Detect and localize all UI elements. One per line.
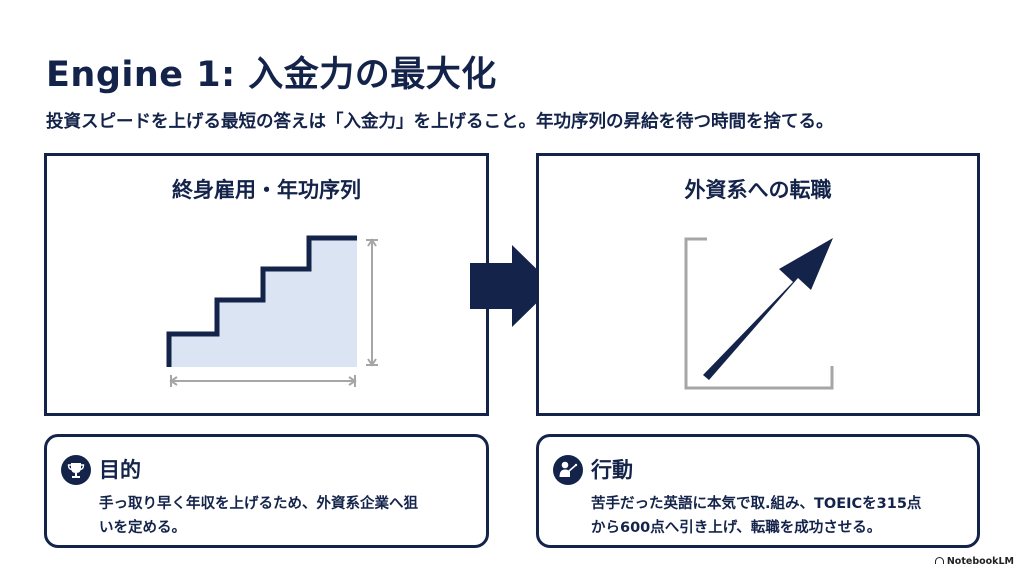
transition-arrow-icon (470, 245, 554, 327)
card-body-line: から600点へ引き上げ、転職を成功させる。 (591, 520, 882, 536)
growth-arrow-icon (703, 238, 833, 380)
page-subtitle: 投資スピードを上げる最短の答えは「入金力」を上げること。年功序列の昇給を待つ時間… (46, 112, 834, 132)
page-title: Engine 1: 入金力の最大化 (46, 55, 497, 95)
card-body-line: 手っ取り早く年収を上げるため、外資系企業へ狙 (99, 496, 418, 512)
notebooklm-logo-icon (934, 557, 944, 564)
panel-seniority: 終身雇用・年功序列 (44, 153, 489, 416)
card-body-line: 苦手だった英語に本気で取.組み、TOEICを315点 (591, 496, 922, 512)
card-heading-action: 行動 (591, 458, 633, 482)
card-body-line: いを定める。 (99, 520, 186, 536)
notebooklm-watermark: NotebookLM (934, 556, 1014, 567)
height-dimension-line (366, 238, 378, 367)
width-dimension-line (169, 375, 357, 387)
card-heading-purpose: 目的 (99, 458, 141, 482)
panel-foreign-company: 外資系への転職 (536, 153, 980, 416)
card-action: 行動 苦手だった英語に本気で取.組み、TOEICを315点 から600点へ引き上… (536, 434, 980, 548)
card-purpose: 目的 手っ取り早く年収を上げるため、外資系企業へ狙 いを定める。 (44, 434, 489, 548)
growth-diagram (684, 237, 834, 390)
card-body-purpose: 手っ取り早く年収を上げるため、外資系企業へ狙 いを定める。 (99, 492, 474, 540)
presenter-icon (553, 455, 583, 485)
trophy-icon (61, 455, 91, 485)
staircase-diagram (166, 235, 378, 387)
panel-title-foreign-company: 外資系への転職 (684, 178, 832, 202)
brand-label: NotebookLM (946, 556, 1014, 567)
staircase-outline (166, 235, 357, 367)
panel-title-seniority: 終身雇用・年功序列 (172, 178, 361, 202)
card-body-action: 苦手だった英語に本気で取.組み、TOEICを315点 から600点へ引き上げ、転… (591, 492, 965, 540)
axis-bracket (684, 237, 834, 390)
